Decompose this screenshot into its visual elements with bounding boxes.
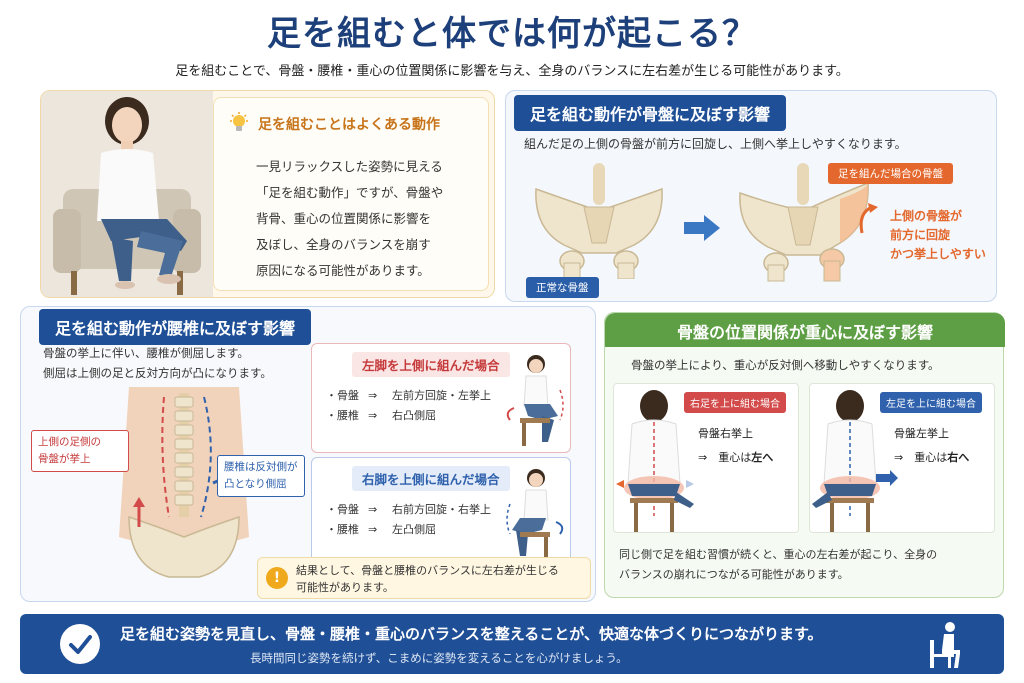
- gravity-header: [605, 313, 1005, 347]
- left-foot-on-top-scene: 左足を上に組む場合 骨盤左挙上 ⇒ 重心は右へ: [809, 383, 995, 533]
- gravity-footnote: 同じ側で足を組む習慣が続くと、重心の左右差が起こり、全身の バランスの崩れにつな…: [619, 545, 995, 585]
- intro-heading: 足を組むことはよくある動作: [258, 117, 440, 133]
- lumbar-description-line: 骨盤の挙上に伴い、腰椎が側屈します。: [43, 346, 249, 360]
- lumbar-result-text: 結果として、骨盤と腰椎のバランスに左右差が生じる 可能性があります。: [296, 562, 586, 596]
- pelvis-note-line: かつ挙上しやすい: [890, 247, 986, 261]
- intro-body: 一見リラックスした姿勢に見える 「足を組む動作」ですが、骨盤や 背骨、重心の位置…: [256, 154, 486, 284]
- rotation-arrow-icon: [856, 201, 886, 237]
- gravity-description: 骨盤の挙上により、重心が反対側へ移動しやすくなります。: [631, 358, 940, 372]
- spine-back-illustration: [109, 384, 259, 601]
- intro-line: 原因になる可能性があります。: [256, 263, 430, 278]
- gravity-title: 骨盤の位置関係が重心に及ぼす影響: [676, 323, 933, 342]
- left-leg-case: 左脚を上側に組んだ場合 ・骨盤 ⇒ 左前方回旋・左挙上 ・腰椎 ⇒ 右凸側屈: [311, 343, 571, 453]
- blue-callout-line: 腰椎は反対側が: [224, 461, 298, 473]
- woman-crossing-left-leg: [502, 350, 568, 450]
- lumbar-description: 骨盤の挙上に伴い、腰椎が側屈します。 側屈は上側の足と反対方向が凸になります。: [43, 343, 272, 383]
- woman-crossing-right-leg: [502, 464, 568, 564]
- case-row-part: ・腰椎: [326, 409, 359, 422]
- scene-line: 骨盤左挙上: [894, 427, 949, 440]
- case-row-effect: 左前方回旋・左挙上: [392, 389, 491, 402]
- pelvis-note-line: 前方に回旋: [890, 228, 951, 242]
- warning-icon: !: [266, 567, 288, 589]
- back-view-figure: [812, 390, 898, 532]
- pelvis-note: 上側の骨盤が 前方に回旋 かつ挙上しやすい: [890, 207, 986, 264]
- pelvis-description: 組んだ足の上側の骨盤が前方に回旋し、上側へ挙上しやすくなります。: [524, 137, 907, 151]
- blue-callout: 腰椎は反対側が 凸となり側屈: [217, 455, 305, 497]
- right-foot-on-top-scene: 右足を上に組む場合 骨盤右挙上 ⇒ 重心は左へ: [613, 383, 799, 533]
- left-foot-tag: 左足を上に組む場合: [880, 392, 982, 413]
- woman-sitting-photo: [41, 91, 213, 297]
- case-row: ・腰椎 ⇒ 左凸側屈: [326, 520, 491, 540]
- crossed-pelvis-illustration: [728, 159, 878, 283]
- conclusion-main: 足を組む姿勢を見直し、骨盤・腰椎・重心のバランスを整えることが、快適な体づくりに…: [120, 625, 823, 643]
- case-row-arrow: ⇒: [368, 389, 378, 402]
- pelvis-panel: 足を組む動作が骨盤に及ぼす影響 組んだ足の上側の骨盤が前方に回旋し、上側へ挙上し…: [505, 90, 997, 302]
- normal-pelvis-label: 正常な骨盤: [526, 277, 599, 298]
- right-foot-result: 骨盤右挙上 ⇒ 重心は左へ: [698, 422, 773, 470]
- normal-pelvis-illustration: [524, 159, 674, 280]
- seated-person-icon: [920, 620, 970, 670]
- red-callout-line: 骨盤が挙上: [38, 453, 91, 465]
- red-callout-line: 上側の足側の: [38, 436, 101, 448]
- lumbar-panel: 足を組む動作が腰椎に及ぼす影響 骨盤の挙上に伴い、腰椎が側屈します。 側屈は上側…: [20, 306, 596, 602]
- blue-callout-line: 凸となり側屈: [224, 478, 287, 490]
- case-row-arrow: ⇒: [368, 409, 378, 422]
- case-row-part: ・骨盤: [326, 503, 359, 516]
- scene-line: 骨盤右挙上: [698, 427, 753, 440]
- scene-line: ⇒ 重心は左へ: [698, 446, 773, 470]
- intro-line: 一見リラックスした姿勢に見える: [256, 159, 443, 174]
- pelvis-tab-title: 足を組む動作が骨盤に及ぼす影響: [514, 95, 787, 131]
- scene-prefix: ⇒ 重心は: [894, 451, 948, 464]
- red-callout: 上側の足側の 骨盤が挙上: [31, 430, 129, 472]
- case-row: ・骨盤 ⇒ 左前方回旋・左挙上: [326, 386, 491, 406]
- case-row-effect: 左凸側屈: [392, 523, 436, 536]
- case-row-arrow: ⇒: [368, 523, 378, 536]
- conclusion-banner: 足を組む姿勢を見直し、骨盤・腰椎・重心のバランスを整えることが、快適な体づくりに…: [20, 614, 1004, 674]
- gravity-footnote-line: バランスの崩れにつながる可能性があります。: [619, 568, 849, 581]
- left-leg-case-title: 左脚を上側に組んだ場合: [352, 352, 510, 377]
- scene-value: 右へ: [947, 451, 970, 464]
- right-foot-tag: 右足を上に組む場合: [684, 392, 786, 413]
- intro-line: 「足を組む動作」ですが、骨盤や: [256, 185, 444, 200]
- pelvis-note-line: 上側の骨盤が: [890, 209, 963, 223]
- scene-value: 左へ: [751, 451, 774, 464]
- case-row: ・腰椎 ⇒ 右凸側屈: [326, 406, 491, 426]
- case-row-part: ・骨盤: [326, 389, 359, 402]
- lightbulb-icon: [228, 112, 250, 134]
- page-subtitle: 足を組むことで、骨盤・腰椎・重心の位置関係に影響を与え、全身のバランスに左右差が…: [175, 64, 849, 79]
- case-row-arrow: ⇒: [368, 503, 378, 516]
- case-row-effect: 右前方回旋・右挙上: [392, 503, 491, 516]
- page-title: 足を組むと体では何が起こる？: [267, 14, 757, 54]
- right-leg-case: 右脚を上側に組んだ場合 ・骨盤 ⇒ 右前方回旋・右挙上 ・腰椎 ⇒ 左凸側屈: [311, 457, 571, 567]
- gravity-footnote-line: 同じ側で足を組む習慣が続くと、重心の左右差が起こり、全身の: [619, 548, 938, 561]
- left-leg-case-rows: ・骨盤 ⇒ 左前方回旋・左挙上 ・腰椎 ⇒ 右凸側屈: [326, 386, 491, 426]
- intro-line: 及ぼし、全身のバランスを崩す: [256, 237, 431, 252]
- crossed-pelvis-label: 足を組んだ場合の骨盤: [828, 163, 953, 184]
- lumbar-result-note: ! 結果として、骨盤と腰椎のバランスに左右差が生じる 可能性があります。: [257, 557, 591, 599]
- intro-text-box: 足を組むことはよくある動作 一見リラックスした姿勢に見える 「足を組む動作」です…: [213, 97, 489, 291]
- gravity-panel: 骨盤の位置関係が重心に及ぼす影響 骨盤の挙上により、重心が反対側へ移動しやすくな…: [604, 312, 1005, 598]
- lumbar-result-line: 結果として、骨盤と腰椎のバランスに左右差が生じる: [296, 564, 559, 577]
- lumbar-tab-title: 足を組む動作が腰椎に及ぼす影響: [39, 309, 312, 345]
- case-row-effect: 右凸側屈: [392, 409, 436, 422]
- intro-line: 背骨、重心の位置関係に影響を: [256, 211, 432, 226]
- conclusion-sub: 長時間同じ姿勢を続けず、こまめに姿勢を変えることを心がけましょう。: [250, 651, 628, 665]
- scene-line: ⇒ 重心は右へ: [894, 446, 969, 470]
- right-leg-case-title: 右脚を上側に組んだ場合: [352, 466, 510, 491]
- lumbar-result-line: 可能性があります。: [296, 581, 394, 594]
- left-foot-result: 骨盤左挙上 ⇒ 重心は右へ: [894, 422, 969, 470]
- case-row-part: ・腰椎: [326, 523, 359, 536]
- back-view-figure: [616, 390, 694, 532]
- case-row: ・骨盤 ⇒ 右前方回旋・右挙上: [326, 500, 491, 520]
- lumbar-description-line: 側屈は上側の足と反対方向が凸になります。: [43, 366, 272, 380]
- check-circle-icon: [60, 624, 100, 664]
- intro-panel: 足を組むことはよくある動作 一見リラックスした姿勢に見える 「足を組む動作」です…: [40, 90, 495, 298]
- right-leg-case-rows: ・骨盤 ⇒ 右前方回旋・右挙上 ・腰椎 ⇒ 左凸側屈: [326, 500, 491, 540]
- scene-prefix: ⇒ 重心は: [698, 451, 752, 464]
- arrow-right-icon: [682, 213, 722, 243]
